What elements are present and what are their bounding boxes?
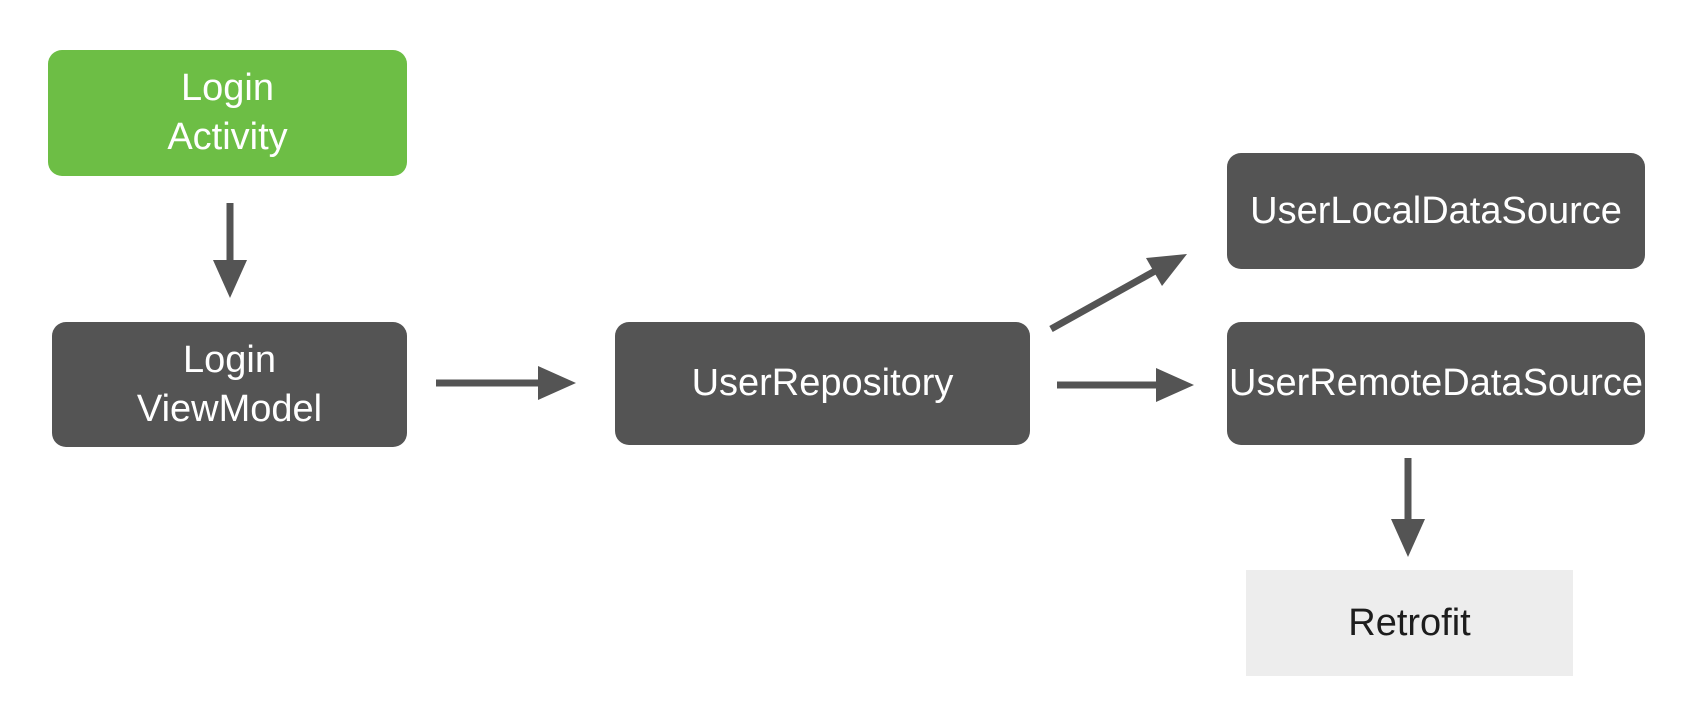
node-login-viewmodel: Login ViewModel [52, 322, 407, 447]
node-login-activity-label-line1: Login [181, 67, 274, 110]
node-login-activity: Login Activity [48, 50, 407, 176]
arrow-activity-to-viewmodel [213, 203, 247, 298]
node-user-remote-data-source-label: UserRemoteDataSource [1229, 362, 1643, 405]
node-user-local-data-source-label: UserLocalDataSource [1250, 189, 1622, 232]
node-login-activity-label-line2: Activity [167, 116, 288, 158]
node-user-repository: UserRepository [615, 322, 1030, 445]
arrow-remotedatasource-to-retrofit [1391, 458, 1425, 557]
node-user-remote-data-source: UserRemoteDataSource [1227, 322, 1645, 445]
node-login-viewmodel-label-line2: ViewModel [136, 387, 323, 430]
node-retrofit: Retrofit [1246, 570, 1573, 676]
node-login-viewmodel-label-line1: Login [183, 338, 276, 381]
arrow-viewmodel-to-repository [436, 366, 576, 400]
node-retrofit-label: Retrofit [1348, 601, 1471, 644]
arrow-repository-to-remotedatasource [1057, 368, 1194, 402]
node-user-repository-label: UserRepository [691, 362, 954, 405]
node-user-local-data-source: UserLocalDataSource [1227, 153, 1645, 269]
arrow-repository-to-localdatasource [1049, 254, 1187, 333]
